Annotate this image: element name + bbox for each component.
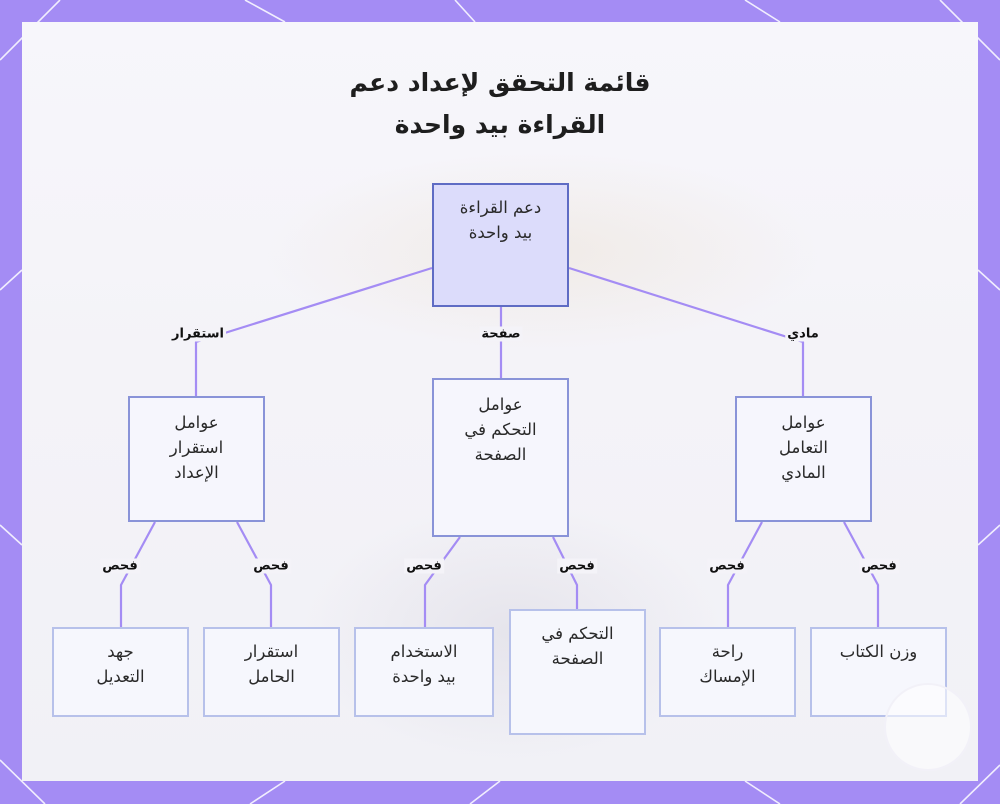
title-line-2: القراءة بيد واحدة <box>394 110 606 139</box>
edge-label-page: صفحة <box>479 326 523 342</box>
edge-label-physical: مادي <box>785 326 821 342</box>
leaf-holder-stability[interactable]: استقرار الحامل <box>203 627 340 717</box>
leaf-adjust-line1: جهد <box>107 642 134 661</box>
leaf-onehand-line1: الاستخدام <box>390 642 458 661</box>
node-page-line1: عوامل <box>478 395 523 414</box>
watermark-logo <box>884 683 972 771</box>
leaf-pagecontrol-line2: الصفحة <box>551 649 604 668</box>
node-root-line1: دعم القراءة <box>459 198 542 217</box>
node-page-control-factors[interactable]: عوامل التحكم في الصفحة <box>432 378 569 537</box>
leaf-adjust-line2: التعديل <box>96 667 145 686</box>
leaf-holder-line2: الحامل <box>248 667 295 686</box>
leaf-pagecontrol-line1: التحكم في <box>541 624 614 643</box>
edge-label-check: فحص <box>557 558 597 574</box>
leaf-adjust-effort[interactable]: جهد التعديل <box>52 627 189 717</box>
node-root-line2: بيد واحدة <box>468 223 533 242</box>
edge-page-onehand <box>423 536 461 627</box>
leaf-grip-comfort[interactable]: راحة الإمساك <box>659 627 796 717</box>
edge-label-check: فحص <box>859 558 899 574</box>
edge-stability-holder <box>236 521 273 627</box>
edge-physical-weight <box>843 521 880 627</box>
leaf-weight-line1: وزن الكتاب <box>839 642 918 661</box>
node-setup-stability[interactable]: عوامل استقرار الإعداد <box>128 396 265 522</box>
edge-label-check: فحص <box>404 558 444 574</box>
diagram-title: قائمة التحقق لإعداد دعم القراءة بيد واحد… <box>22 62 978 146</box>
leaf-one-hand-use[interactable]: الاستخدام بيد واحدة <box>354 627 494 717</box>
node-physical-line1: عوامل <box>781 413 826 432</box>
leaf-page-control[interactable]: التحكم في الصفحة <box>509 609 646 735</box>
edge-stability-adjust <box>119 521 156 627</box>
edge-root-physical <box>568 266 805 396</box>
edge-root-stability <box>194 266 433 396</box>
node-physical-line2: التعامل <box>779 438 828 457</box>
node-page-line2: التحكم في <box>464 420 537 439</box>
title-line-1: قائمة التحقق لإعداد دعم <box>349 68 651 97</box>
node-physical-handling[interactable]: عوامل التعامل المادي <box>735 396 872 522</box>
node-root[interactable]: دعم القراءة بيد واحدة <box>432 183 569 307</box>
edge-label-stability: استقرار <box>170 326 226 342</box>
node-stability-line1: عوامل <box>174 413 219 432</box>
edge-physical-grip <box>726 521 763 627</box>
node-stability-line3: الإعداد <box>174 463 219 482</box>
leaf-grip-line2: الإمساك <box>699 667 756 686</box>
edge-page-control <box>552 536 579 609</box>
leaf-holder-line1: استقرار <box>244 642 299 661</box>
leaf-grip-line1: راحة <box>711 642 744 661</box>
node-page-line3: الصفحة <box>474 445 527 464</box>
node-stability-line2: استقرار <box>169 438 224 457</box>
edge-label-check: فحص <box>707 558 747 574</box>
edge-label-check: فحص <box>100 558 140 574</box>
leaf-onehand-line2: بيد واحدة <box>392 667 456 686</box>
edge-label-check: فحص <box>251 558 291 574</box>
node-physical-line3: المادي <box>781 463 826 482</box>
